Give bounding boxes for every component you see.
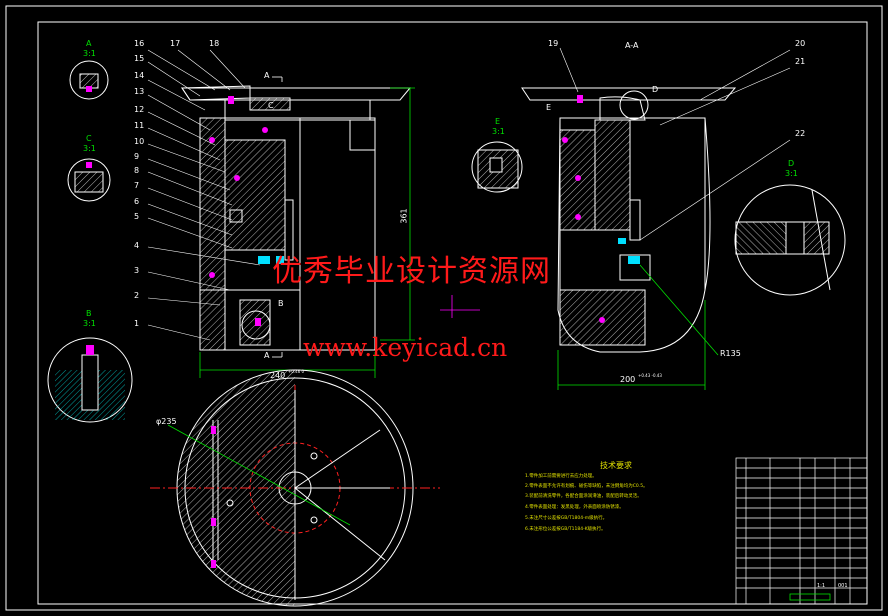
section-arrows xyxy=(272,76,283,358)
left-main-view xyxy=(181,85,412,351)
requirement-line-1: 1.零件加工前需要进行去应力处理。 xyxy=(525,474,597,479)
detail-b-scale: 3:1 xyxy=(83,319,96,328)
dim-width-left-tol: +0.46 0 xyxy=(288,369,305,374)
marker-b: B xyxy=(278,299,284,308)
plan-accents xyxy=(167,424,351,568)
inner-border xyxy=(37,21,868,605)
detail-d-scale: 3:1 xyxy=(785,169,798,178)
dim-width-right-tol: +0.43 -0.43 xyxy=(638,373,662,378)
part-label-6: 6 xyxy=(134,197,140,206)
watermark-chinese: 优秀毕业设计资源网 xyxy=(272,254,551,289)
left-view-accents xyxy=(209,96,284,340)
right-dimensions xyxy=(557,264,719,390)
part-label-12: 12 xyxy=(134,105,145,114)
detail-b-view xyxy=(47,337,133,423)
marker-e: E xyxy=(546,103,552,112)
marker-c: C xyxy=(268,101,274,110)
title-block xyxy=(735,457,868,605)
part-label-16: 16 xyxy=(134,39,145,48)
marker-a-bottom: A xyxy=(264,351,270,360)
part-label-9: 9 xyxy=(134,152,140,161)
detail-e-view xyxy=(471,141,523,193)
part-label-22: 22 xyxy=(795,129,806,138)
right-section-view xyxy=(521,87,737,353)
part-label-11: 11 xyxy=(134,121,145,130)
dim-diameter-bottom: φ235 xyxy=(156,417,177,426)
requirement-line-6: 6.未注形位公差按GB/T1184-K级执行。 xyxy=(525,527,606,532)
dim-radius-right: R135 xyxy=(720,349,741,358)
part-label-14: 14 xyxy=(134,71,145,80)
detail-c-scale: 3:1 xyxy=(83,144,96,153)
dim-width-right: 200 xyxy=(620,375,636,384)
part-label-13: 13 xyxy=(134,87,145,96)
title-block-scale: 1:1 xyxy=(817,583,826,589)
detail-c-view xyxy=(67,158,111,202)
requirements-title: 技术要求 xyxy=(600,461,632,470)
detail-a-label: A xyxy=(86,39,92,48)
part-label-7: 7 xyxy=(134,181,140,190)
part-label-5: 5 xyxy=(134,212,140,221)
requirement-line-4: 4.零件表面处理：发黑处理，外表面喷涂防锈漆。 xyxy=(525,505,624,510)
dim-height-left: 361 xyxy=(399,208,409,224)
detail-b-label: B xyxy=(86,309,92,318)
requirement-line-5: 5.未注尺寸公差按GB/T1804-m级执行。 xyxy=(525,516,608,521)
detail-d-label: D xyxy=(788,159,795,168)
section-aa-title: A-A xyxy=(625,41,639,50)
plan-view xyxy=(150,369,440,607)
right-leaders xyxy=(559,47,791,241)
outer-border xyxy=(5,5,883,611)
left-leaders xyxy=(147,49,261,341)
detail-e-scale: 3:1 xyxy=(492,127,505,136)
part-label-3: 3 xyxy=(134,266,140,275)
part-label-17: 17 xyxy=(170,39,181,48)
marker-a-top: A xyxy=(264,71,270,80)
marker-d: D xyxy=(652,85,659,94)
title-block-number: 001 xyxy=(838,583,848,589)
part-label-18: 18 xyxy=(209,39,220,48)
requirement-line-3: 3.装配前清洗零件，各配合面涂润滑油，装配后转动灵活。 xyxy=(525,494,642,499)
detail-e-label: E xyxy=(495,117,501,126)
detail-a-scale: 3:1 xyxy=(83,49,96,58)
watermark-url: www.keyicad.cn xyxy=(303,333,508,362)
part-label-8: 8 xyxy=(134,166,140,175)
detail-d-view xyxy=(734,184,846,296)
part-label-1: 1 xyxy=(134,319,140,328)
part-label-15: 15 xyxy=(134,54,145,63)
part-label-19: 19 xyxy=(548,39,559,48)
part-label-20: 20 xyxy=(795,39,806,48)
dim-width-left: 240 xyxy=(270,371,286,380)
part-label-4: 4 xyxy=(134,241,140,250)
title-block-accent xyxy=(789,593,831,601)
right-section-accents xyxy=(562,90,649,323)
part-label-10: 10 xyxy=(134,137,145,146)
part-label-2: 2 xyxy=(134,291,140,300)
detail-a-view xyxy=(69,60,109,100)
requirement-line-2: 2.零件表面不允许有划痕、碰伤等缺陷，未注倒角均为C0.5。 xyxy=(525,484,648,489)
part-label-21: 21 xyxy=(795,57,806,66)
detail-c-label: C xyxy=(86,134,92,143)
